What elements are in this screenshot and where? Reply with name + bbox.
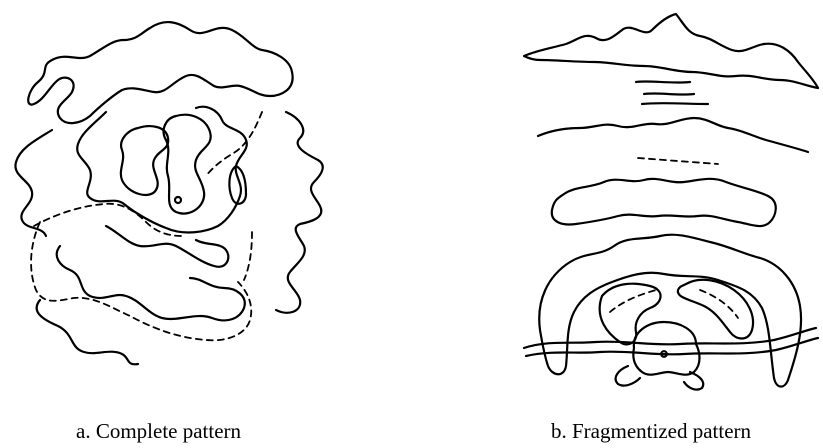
panel-b-dome-lower-left <box>616 366 640 386</box>
panel-a-right-contour <box>276 112 323 313</box>
panel-a-dashed-line-loop <box>31 222 251 340</box>
panel-b-fragmentized-pattern <box>524 14 818 390</box>
panel-b-short-line-1 <box>636 81 690 82</box>
panel-b-dashed-line-right <box>700 290 738 318</box>
panel-a-contour-2 <box>77 107 247 233</box>
panel-a-dashed-line-middle <box>34 204 182 236</box>
panel-b-dashed-line-center <box>638 158 718 164</box>
panel-b-short-line-2 <box>644 93 694 94</box>
caption-panel-b: b. Fragmentized pattern <box>551 419 751 443</box>
panel-b-top-band <box>524 14 818 88</box>
caption-panel-a: a. Complete pattern <box>76 419 241 443</box>
panel-b-short-line-3 <box>642 103 708 104</box>
panel-a-lower-contour-1 <box>57 246 245 320</box>
panel-a-core-left <box>121 126 168 195</box>
panel-b-inner-left-lobe <box>600 284 661 345</box>
panel-b-dome <box>633 322 699 375</box>
panel-a-outer-contour <box>28 22 292 123</box>
panel-a-lower-contour-3 <box>37 300 138 364</box>
panel-a-center-dot <box>175 197 181 203</box>
panel-a-dashed-line-right <box>244 232 252 280</box>
panel-a-core-center <box>164 115 211 214</box>
panel-a-lower-contour-2 <box>106 226 228 267</box>
panel-a-complete-pattern <box>15 22 322 364</box>
panel-a-core-right <box>229 166 246 204</box>
panel-b-arch <box>539 235 801 387</box>
panel-b-wavy-line <box>538 118 808 152</box>
panel-b-cloud-band <box>552 179 776 226</box>
